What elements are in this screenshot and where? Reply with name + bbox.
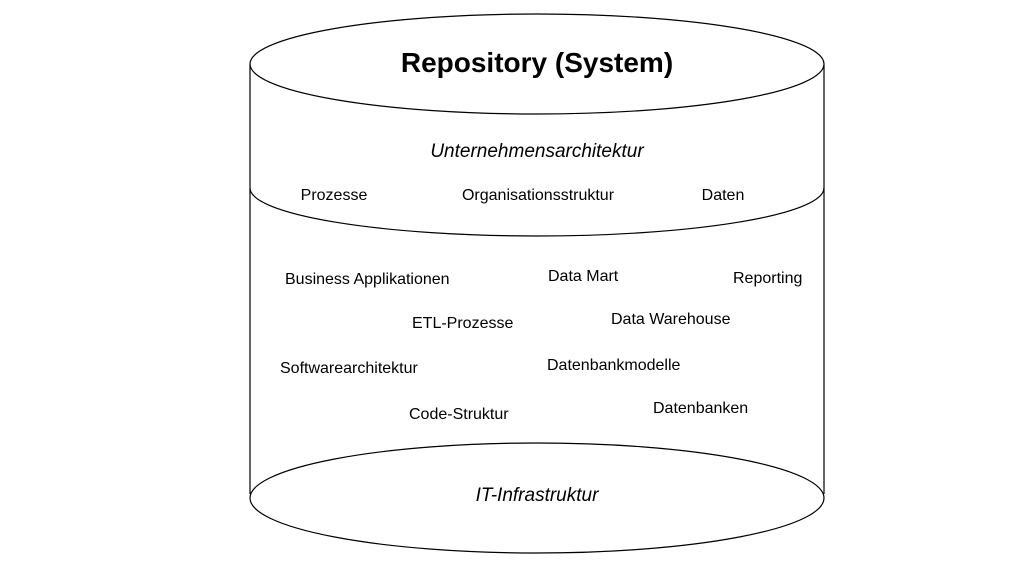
- enterprise-item: Organisationsstruktur: [461, 187, 615, 204]
- diagram-title: Repository (System): [400, 47, 674, 78]
- title-ellipse: [249, 13, 825, 115]
- cylinder-body: [250, 64, 824, 494]
- application-item: Data Warehouse: [611, 311, 731, 328]
- application-item: Reporting: [733, 270, 803, 287]
- application-item: Code-Struktur: [409, 406, 509, 423]
- infrastructure-layer-name: IT-Infrastruktur: [475, 485, 599, 506]
- enterprise-item: Prozesse: [300, 187, 368, 204]
- enterprise-layer-name: Unternehmensarchitektur: [430, 141, 644, 162]
- layer-divider-arc: [249, 187, 825, 237]
- application-item: Business Applikationen: [285, 271, 450, 288]
- application-item: Datenbankmodelle: [547, 357, 681, 374]
- application-item: Datenbanken: [653, 400, 749, 417]
- application-item: Softwarearchitektur: [280, 360, 418, 377]
- application-item: Data Mart: [548, 268, 619, 285]
- enterprise-item: Daten: [701, 187, 745, 204]
- infrastructure-ellipse: [249, 442, 825, 554]
- application-item: ETL-Prozesse: [412, 315, 514, 332]
